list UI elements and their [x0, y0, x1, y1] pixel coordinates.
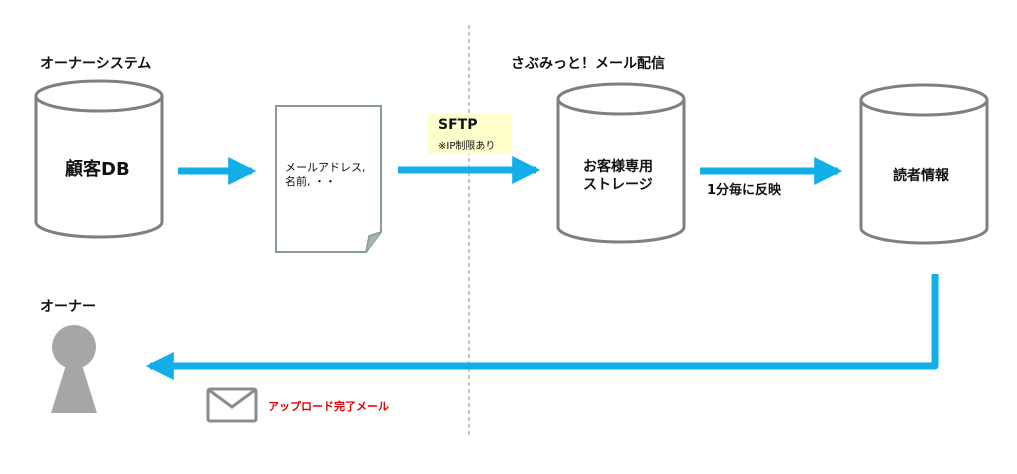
storage-label-line1: お客様専用 — [583, 159, 653, 175]
sftp-note: ※IP制限あり — [438, 141, 496, 152]
file-label-line2: 名前, ・・ — [285, 175, 336, 188]
owner-heading: オーナー — [40, 299, 96, 315]
sabumitto-heading: さぶみっと！メール配信 — [511, 56, 665, 72]
customer-db-cylinder — [34, 79, 164, 239]
file-label-line1: メールアドレス, — [285, 161, 366, 174]
address-file-document — [275, 105, 382, 253]
sftp-label-box — [428, 114, 512, 154]
sftp-label: SFTP — [438, 117, 478, 133]
storage-cylinder — [556, 82, 686, 244]
upload-complete-mail-label: アップロード完了メール — [268, 400, 389, 413]
owner-system-heading: オーナーシステム — [40, 56, 152, 72]
customer-db-label: 顧客DB — [65, 159, 130, 180]
storage-label-line2: ストレージ — [583, 177, 653, 193]
reader-info-label: 読者情報 — [893, 168, 949, 184]
reader-info-cylinder — [859, 83, 989, 245]
sync-interval-label: 1分毎に反映 — [707, 183, 782, 198]
person-icon — [51, 325, 97, 413]
arrow-return-to-owner — [145, 274, 939, 380]
envelope-icon — [206, 387, 258, 423]
